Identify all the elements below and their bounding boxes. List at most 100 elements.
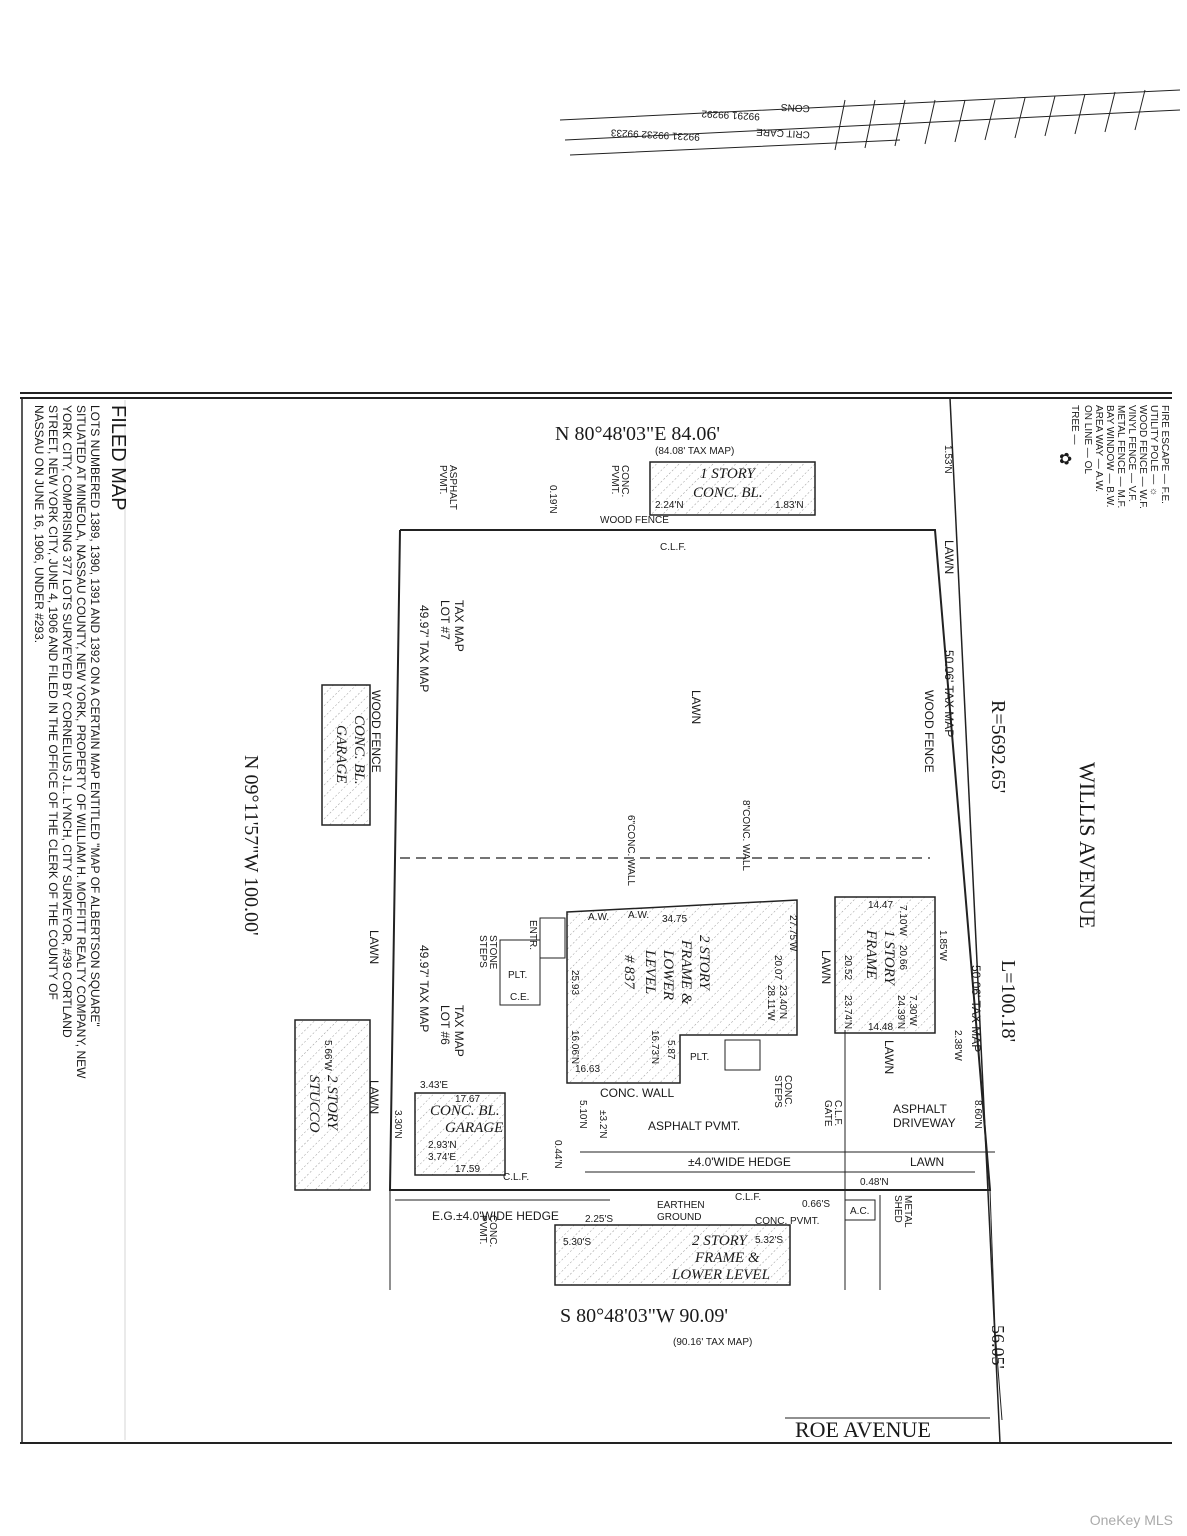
south-tax-map: (90.16' TAX MAP) <box>673 1337 752 1348</box>
legend-item: TREE — <box>1069 405 1080 444</box>
legend-item: VINYL FENCE — V.F. <box>1126 405 1137 502</box>
lawn-label: LAWN <box>367 1080 381 1114</box>
building-text: 2 STORY <box>696 935 712 992</box>
asphalt-driveway-label: DRIVEWAY <box>893 1116 956 1130</box>
measurement: 5.30'S <box>563 1237 591 1248</box>
plt-label: PLT. <box>690 1052 709 1063</box>
conc-pvmt-label: CONC. <box>619 465 630 497</box>
measurement: 1.53'N <box>942 445 953 474</box>
measurement: 5.32'S <box>755 1235 783 1246</box>
building-text: 1 STORY <box>700 466 757 482</box>
entr-label: ENTR. <box>527 920 538 950</box>
wood-fence-label: WOOD FENCE <box>922 690 936 773</box>
filed-map-line: LOTS NUMBERED 1389, 1390, 1391 AND 1392 … <box>88 405 102 1027</box>
legend-item: AREA WAY — A.W. <box>1093 405 1104 492</box>
lot-label: LOT #6 <box>438 1005 452 1045</box>
conc-steps-label: STEPS <box>772 1075 783 1108</box>
willis-avenue-line <box>949 397 1001 1444</box>
measurement: 0.19'N <box>547 485 558 514</box>
wood-fence-label: WOOD FENCE <box>369 690 383 773</box>
ac-label: A.C. <box>850 1206 869 1217</box>
ce-label: C.E. <box>510 992 529 1003</box>
measurement: 3.30'N <box>392 1110 403 1139</box>
filed-map-title: FILED MAP <box>107 405 129 511</box>
plt-label: PLT. <box>508 970 527 981</box>
property-line <box>388 529 992 1191</box>
building-text: CONC. BL. <box>351 715 367 785</box>
building-text: STUCCO <box>306 1075 322 1133</box>
measurement: 20.52 <box>842 955 853 980</box>
stone-steps <box>499 939 541 1006</box>
measurement: 17.59 <box>455 1164 480 1175</box>
building-text: LOWER LEVEL <box>671 1267 770 1283</box>
lawn-label: LAWN <box>910 1155 944 1169</box>
legend-item: METAL FENCE — M.F. <box>1115 405 1126 508</box>
building-text: FRAME & <box>678 939 694 1005</box>
clf-label: C.L.F. <box>735 1192 761 1203</box>
measurement: 8.60'N <box>972 1100 983 1129</box>
building-text: LOWER <box>660 949 676 1000</box>
legend-item: ON LINE — OL <box>1082 405 1093 474</box>
measurement: 28.11'W <box>765 985 776 1021</box>
map-frame <box>20 392 1172 1444</box>
conc-steps-label: CONC. <box>782 1075 793 1107</box>
measurement: 1.85'W <box>937 930 948 961</box>
building-text: FRAME & <box>694 1250 760 1266</box>
measurement: 23.74'N <box>842 995 853 1029</box>
main-house-837 <box>566 899 798 1084</box>
main-house-label: 2 STORY FRAME & LOWER LEVEL # 837 1 STOR… <box>306 445 983 1247</box>
tax-map-label: 50.06' TAX MAP <box>942 650 956 737</box>
lawn-label: LAWN <box>819 950 833 984</box>
clf-gate-label: GATE <box>822 1100 833 1127</box>
building-text: CONC. BL. <box>430 1103 500 1119</box>
filed-map-line: YORK CITY, COMPRISING 377 LOTS SURVEYED … <box>60 405 74 1038</box>
tree-icon: ✿ <box>1056 452 1073 465</box>
asphalt-label: PVMT. <box>437 465 448 494</box>
watermark: OneKey MLS <box>1089 1512 1173 1528</box>
clf-label: C.L.F. <box>503 1172 529 1183</box>
measurement: 24.39'N <box>895 995 906 1029</box>
one-story-frame <box>834 896 936 1034</box>
building-text: CONC. BL. <box>693 485 763 501</box>
legend-item: WOOD FENCE — W.F. <box>1137 405 1148 509</box>
lawn-label: LAWN <box>882 1040 896 1074</box>
building-text: GARAGE <box>333 725 349 783</box>
stone-steps-label: STEPS <box>477 935 488 968</box>
building-text: FRAME <box>863 929 879 979</box>
west-garage <box>321 684 371 826</box>
measurement: 1.83'N <box>775 500 804 511</box>
earthen-ground-label: EARTHEN <box>657 1200 705 1211</box>
stucco-building <box>294 1019 371 1191</box>
filed-map-line: SITUATED AT MINEOLA, NASSAU COUNTY, NEW … <box>74 405 88 1079</box>
measurement: 7.30'W <box>907 995 918 1026</box>
measurement: 0.44'N <box>552 1140 563 1169</box>
eg-hedge-label: E.G.±4.0'WIDE HEDGE <box>432 1209 559 1223</box>
building-text: LEVEL <box>642 949 658 994</box>
measurement: 2.38'W <box>952 1030 963 1061</box>
fragment-text: 99231 99232 99233 <box>610 126 700 142</box>
tax-map-label: 50.06' TAX MAP <box>969 965 983 1052</box>
building-text: GARAGE <box>445 1120 503 1136</box>
measurement: 20.66 <box>897 945 908 970</box>
legend-item: UTILITY POLE — ☼ <box>1148 405 1159 496</box>
stone-steps-label: STONE <box>487 935 498 970</box>
clf-gate-label: C.L.F. <box>832 1100 843 1126</box>
tax-map-label: 49.97' TAX MAP <box>417 605 431 692</box>
measurement: 2.25'S <box>585 1214 613 1225</box>
building-text: # 837 <box>621 955 637 990</box>
measurement: 2.24'N <box>655 500 684 511</box>
header-fragment: CRIT CARE 99231 99232 99233 99291 99292 … <box>559 89 1181 156</box>
wall-label: 6"CONC. WALL <box>625 815 636 886</box>
fragment-text: CONS <box>780 101 810 114</box>
filed-map-line: NASSAU ON JUNE 16, 1906, UNDER #293. <box>32 405 46 643</box>
asphalt-pvmt-label: ASPHALT PVMT. <box>648 1119 740 1133</box>
fragment-text: CRIT CARE <box>756 126 811 140</box>
asphalt-driveway-label: ASPHALT <box>893 1102 947 1116</box>
wood-fence-label: WOOD FENCE <box>600 515 669 526</box>
measurement: 34.75 <box>662 914 687 925</box>
measurement: 27.75'W <box>787 915 798 952</box>
legend: FIRE ESCAPE — F.E. UTILITY POLE — ☼ WOOD… <box>1056 405 1170 509</box>
north-tax-map: (84.08' TAX MAP) <box>655 446 734 457</box>
tax-map-label: 49.97' TAX MAP <box>417 945 431 1032</box>
